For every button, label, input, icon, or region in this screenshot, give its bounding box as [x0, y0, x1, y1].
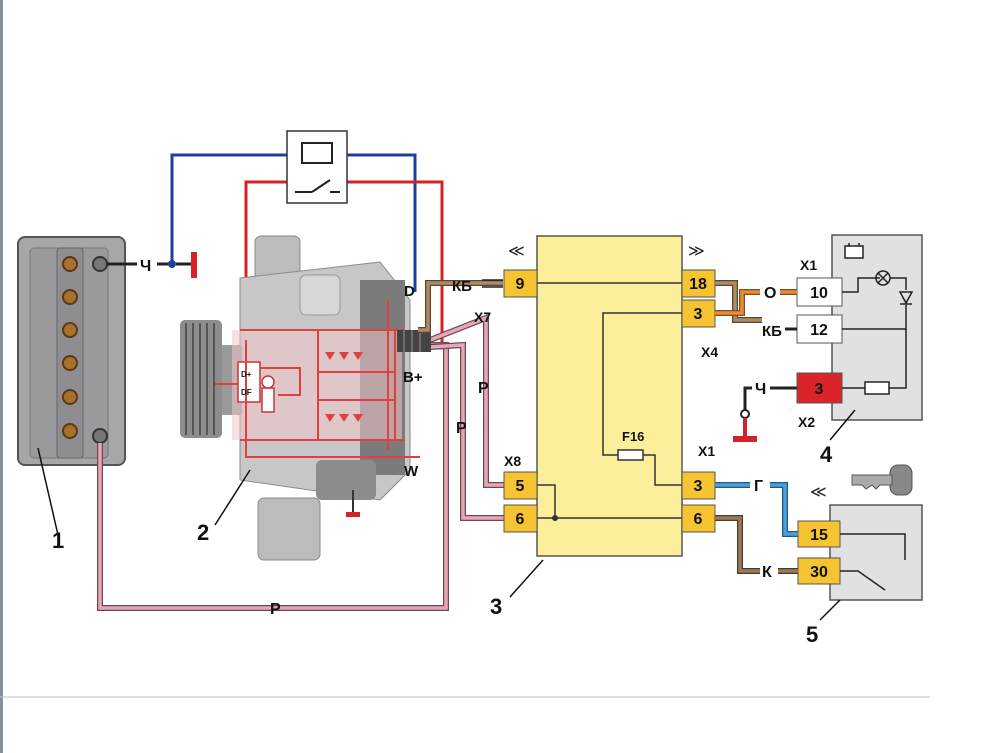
- alternator-terminal-d: D: [404, 283, 415, 300]
- component-number-battery: 1: [52, 528, 64, 553]
- instrument-cluster: 10 12 3: [796, 234, 923, 421]
- rectifier-diodes: [325, 352, 363, 422]
- svg-text:5: 5: [516, 478, 525, 495]
- connector-x4: 18 3: [681, 269, 716, 328]
- svg-text:12: 12: [810, 322, 828, 339]
- mounting-block: F16 ≪ ≫: [508, 235, 705, 557]
- switch-arrow-icon: ≪: [810, 484, 827, 501]
- relay-box: [286, 130, 348, 204]
- svg-text:3: 3: [694, 478, 703, 495]
- alternator-internal-circuit: [215, 300, 420, 458]
- wire-label-k: К: [762, 564, 772, 581]
- connector-x1-cluster-name: X1: [800, 257, 817, 273]
- pink-power-wires: [97, 313, 508, 611]
- battery-cells: [62, 256, 78, 439]
- battery: [17, 236, 126, 466]
- svg-text:10: 10: [810, 285, 828, 302]
- alternator-pulley: [180, 320, 222, 438]
- svg-text:30: 30: [810, 564, 828, 581]
- connector-x4-name: X4: [701, 344, 718, 360]
- wire-label-ch-x2: Ч: [755, 381, 766, 398]
- svg-text:18: 18: [689, 276, 707, 293]
- alternator: D+ DF: [180, 235, 431, 561]
- component-number-instrument-cluster: 4: [820, 442, 833, 467]
- wire-label-o: О: [764, 285, 776, 302]
- connector-x8: 5 6: [503, 471, 538, 533]
- ground-symbol: [191, 252, 197, 278]
- brown-d-wire: [418, 280, 503, 333]
- alternator-terminal-connector: [397, 330, 431, 352]
- svg-text:6: 6: [694, 511, 703, 528]
- alternator-ground-symbol: [346, 512, 360, 517]
- fuse-f16: [617, 449, 644, 461]
- cluster-ground-wire: [733, 386, 797, 442]
- regulator-label-df: DF: [241, 388, 252, 397]
- block-arrow-right-icon: ≫: [688, 243, 705, 260]
- ignition-switch: 15 30: [797, 504, 923, 601]
- connector-x1-block-name: X1: [698, 443, 715, 459]
- wire-label-kb-x7: КБ: [452, 278, 472, 295]
- battery-positive-terminal: [92, 428, 108, 444]
- wire-label-p-1: Р: [478, 380, 489, 397]
- component-number-alternator: 2: [197, 520, 209, 545]
- fuse-label: F16: [622, 429, 644, 444]
- connector-x8-name: X8: [504, 453, 521, 469]
- alternator-terminal-w: W: [404, 463, 419, 480]
- regulator-label-dplus: D+: [241, 370, 252, 379]
- x1-to-switch-wires: [715, 482, 798, 574]
- svg-text:9: 9: [516, 276, 525, 293]
- wire-label-p-bottom: Р: [270, 601, 281, 618]
- battery-ground-wire: [107, 252, 197, 278]
- alternator-terminal-bplus: B+: [403, 369, 423, 386]
- svg-text:3: 3: [815, 381, 824, 398]
- x4-to-cluster-wires: [715, 280, 797, 331]
- key-icon: [851, 464, 913, 496]
- component-number-ignition-switch: 5: [806, 622, 818, 647]
- connector-x1-block: 3 6: [681, 471, 716, 533]
- wire-label-p-2: Р: [456, 420, 467, 437]
- cluster-ground-symbol: [733, 436, 757, 442]
- connector-x7: 9: [503, 269, 538, 298]
- svg-text:3: 3: [694, 306, 703, 323]
- connector-x2-name: X2: [798, 414, 815, 430]
- svg-text:6: 6: [516, 511, 525, 528]
- battery-negative-terminal: [92, 256, 108, 272]
- svg-text:15: 15: [810, 527, 828, 544]
- block-arrow-left-icon: ≪: [508, 243, 525, 260]
- wire-label-kb-x1: КБ: [762, 323, 782, 340]
- wire-label-battery-neg: Ч: [140, 258, 151, 275]
- connector-x7-name: X7: [474, 309, 491, 325]
- wire-label-g: Г: [754, 478, 763, 495]
- component-number-mounting-block: 3: [490, 594, 502, 619]
